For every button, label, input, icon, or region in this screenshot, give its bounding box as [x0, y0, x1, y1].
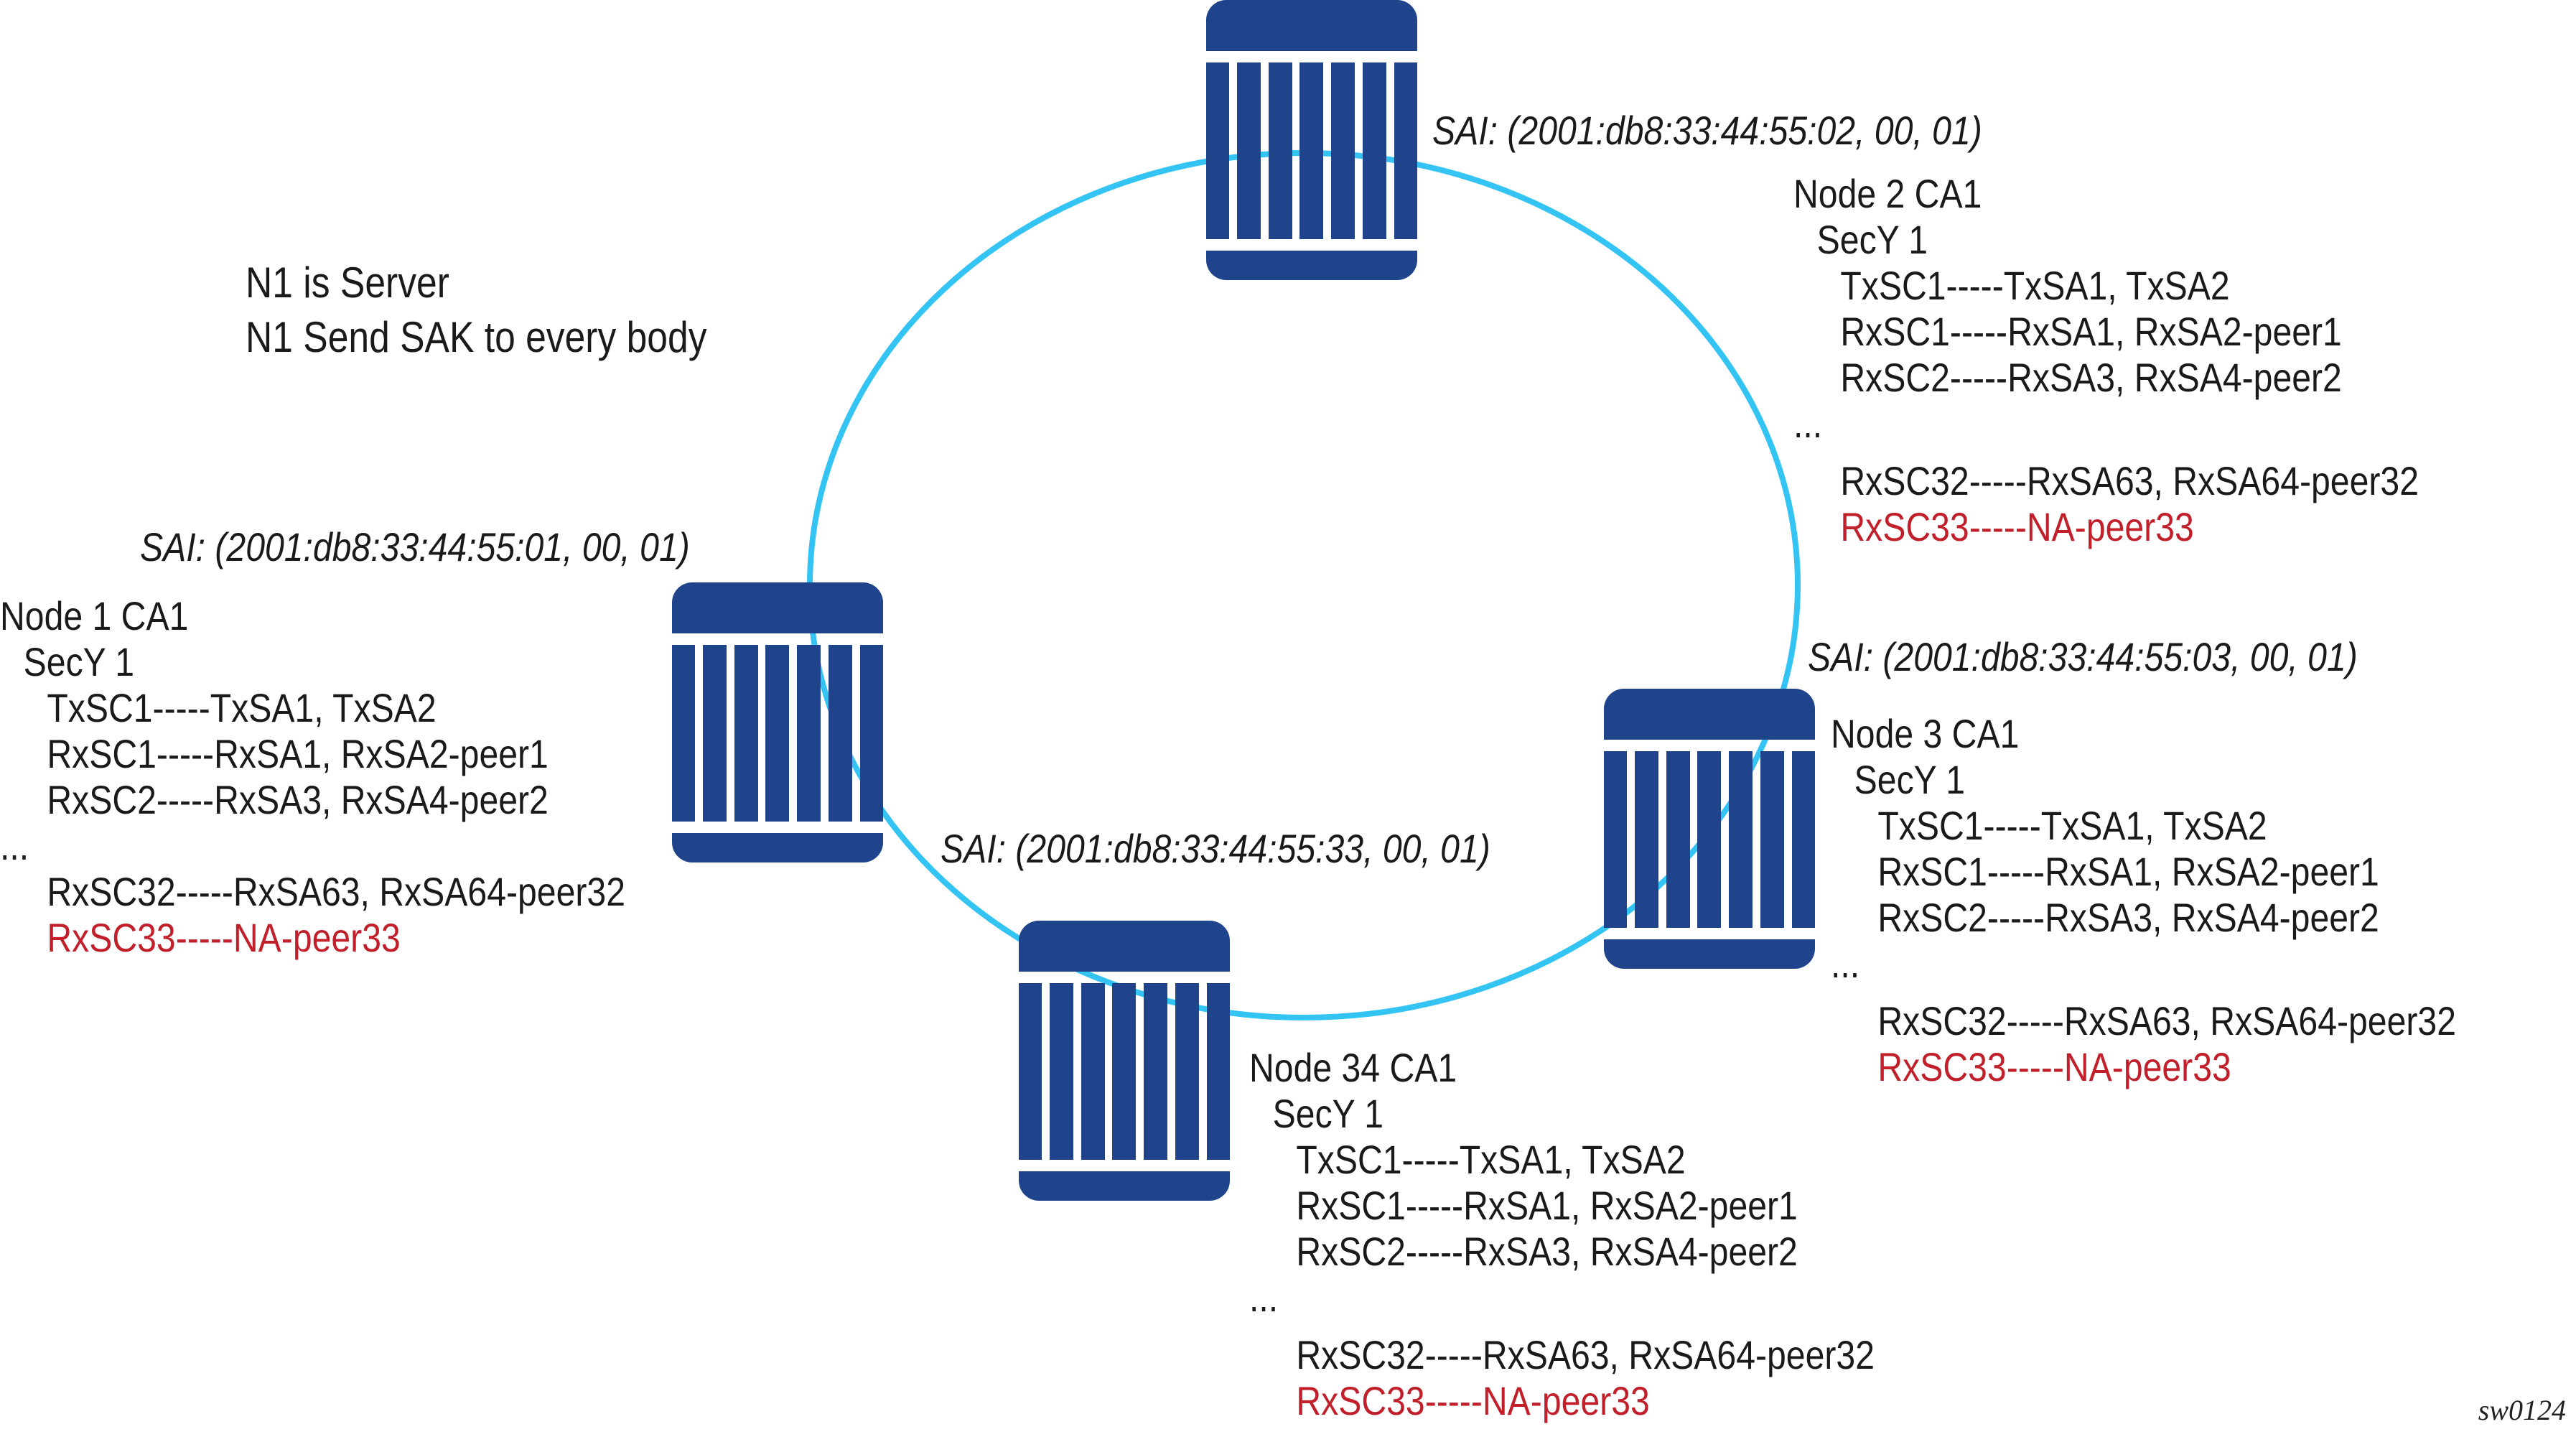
sc-entry: TxSC1-----TxSA1, TxSA2 [1877, 803, 2267, 848]
secy-label: SecY 1 [1272, 1091, 1384, 1136]
ca-title: Node 2 CA1 [1793, 171, 1982, 216]
node34-sc-list: Node 34 CA1 SecY 1 TxSC1-----TxSA1, TxSA… [1249, 1045, 1875, 1424]
sc-entry: RxSC2-----RxSA3, RxSA4-peer2 [1877, 895, 2379, 940]
sc-entry: RxSC32-----RxSA63, RxSA64-peer32 [47, 869, 625, 914]
sc-entry: RxSC1-----RxSA1, RxSA2-peer1 [1296, 1183, 1798, 1228]
ca-title: Node 3 CA1 [1831, 711, 2020, 756]
ellipsis: ... [1793, 401, 1823, 446]
sc-entry: RxSC32-----RxSA63, RxSA64-peer32 [1296, 1332, 1875, 1377]
ellipsis: ... [1249, 1275, 1279, 1320]
sai-label-node34: SAI: (2001:db8:33:44:55:33, 00, 01) [941, 826, 1490, 871]
node3-sc-list: Node 3 CA1 SecY 1 TxSC1-----TxSA1, TxSA2… [1831, 711, 2456, 1090]
secy-label: SecY 1 [1854, 757, 1966, 802]
note-line: N1 Send SAK to every body [246, 313, 707, 361]
ellipsis: ... [1831, 941, 1860, 986]
sc-entry: TxSC1-----TxSA1, TxSA2 [1296, 1137, 1686, 1182]
secy-label: SecY 1 [1816, 217, 1928, 262]
sai-label-node3: SAI: (2001:db8:33:44:55:03, 00, 01) [1808, 634, 2358, 679]
sc-entry-missing: RxSC33-----NA-peer33 [1877, 1044, 2231, 1089]
sc-entry: RxSC1-----RxSA1, RxSA2-peer1 [1877, 849, 2379, 894]
server-note: N1 is Server N1 Send SAK to every body [246, 256, 707, 365]
sc-entry: TxSC1-----TxSA1, TxSA2 [1840, 263, 2230, 308]
sc-entry: RxSC32-----RxSA63, RxSA64-peer32 [1840, 458, 2419, 503]
ca-title: Node 1 CA1 [0, 593, 189, 638]
sai-label-node2: SAI: (2001:db8:33:44:55:02, 00, 01) [1432, 108, 1982, 153]
sc-entry-missing: RxSC33-----NA-peer33 [47, 915, 401, 960]
router-icon-node2[interactable] [1206, 0, 1417, 280]
sc-entry: RxSC1-----RxSA1, RxSA2-peer1 [1840, 309, 2342, 354]
sai-label-node1: SAI: (2001:db8:33:44:55:01, 00, 01) [140, 524, 690, 569]
sc-entry: RxSC1-----RxSA1, RxSA2-peer1 [47, 731, 549, 776]
router-icon-node3[interactable] [1604, 689, 1815, 969]
sc-entry: RxSC32-----RxSA63, RxSA64-peer32 [1877, 998, 2456, 1043]
router-icon-node34[interactable] [1019, 921, 1230, 1201]
sc-entry: RxSC2-----RxSA3, RxSA4-peer2 [1296, 1229, 1798, 1274]
sc-entry: TxSC1-----TxSA1, TxSA2 [47, 685, 437, 730]
sc-entry: RxSC2-----RxSA3, RxSA4-peer2 [1840, 355, 2342, 400]
figure-id: sw0124 [2478, 1394, 2566, 1426]
ellipsis: ... [0, 823, 29, 868]
router-icon-node1[interactable] [672, 582, 883, 862]
secy-label: SecY 1 [23, 639, 135, 684]
note-line: N1 is Server [246, 259, 449, 307]
node2-sc-list: Node 2 CA1 SecY 1 TxSC1-----TxSA1, TxSA2… [1793, 171, 2419, 550]
node1-sc-list: Node 1 CA1 SecY 1 TxSC1-----TxSA1, TxSA2… [0, 593, 625, 961]
ca-title: Node 34 CA1 [1249, 1045, 1457, 1090]
sc-entry: RxSC2-----RxSA3, RxSA4-peer2 [47, 777, 549, 822]
sc-entry-missing: RxSC33-----NA-peer33 [1840, 504, 2194, 549]
sc-entry-missing: RxSC33-----NA-peer33 [1296, 1378, 1650, 1423]
